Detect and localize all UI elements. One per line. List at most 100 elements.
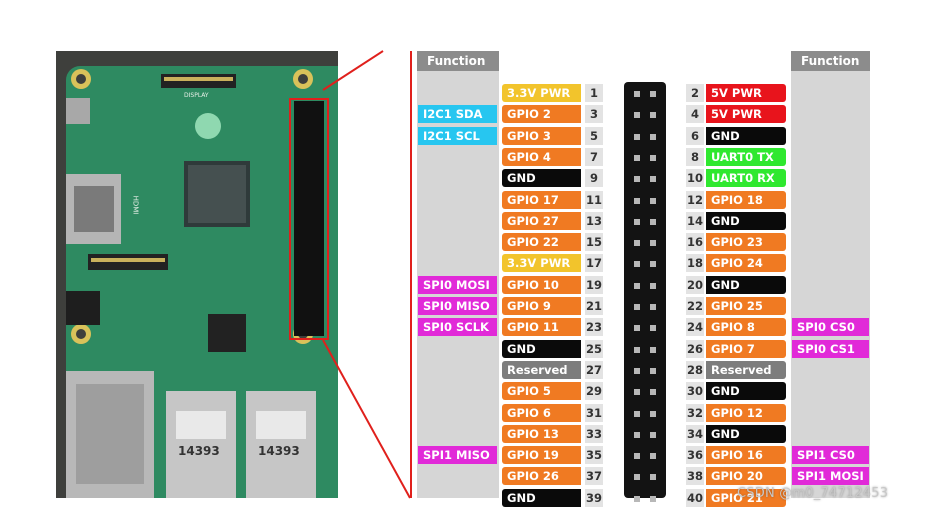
header-pin-pair bbox=[624, 299, 666, 315]
pin-name: GPIO 19 bbox=[502, 446, 581, 465]
gpio-header-on-board bbox=[294, 101, 324, 336]
display-label: DISPLAY bbox=[184, 92, 209, 99]
pin-number: 5 bbox=[585, 126, 603, 145]
pin-number: 9 bbox=[585, 169, 603, 188]
pin-name: GPIO 10 bbox=[502, 275, 581, 294]
header-pin-pair bbox=[624, 469, 666, 485]
header-pin bbox=[650, 261, 656, 268]
header-pin bbox=[634, 112, 640, 119]
pin-number: 3 bbox=[585, 105, 603, 124]
header-pin-pair bbox=[624, 235, 666, 251]
header-pin bbox=[634, 453, 640, 460]
micro-usb-port bbox=[66, 98, 90, 124]
pin-number: 33 bbox=[585, 424, 603, 443]
header-pin-pair bbox=[624, 491, 666, 507]
pin-name: UART0 RX bbox=[706, 169, 786, 188]
pin-number: 17 bbox=[585, 254, 603, 273]
pin-number: 20 bbox=[686, 275, 704, 294]
header-pin-pair bbox=[624, 448, 666, 464]
watermark: CSDN @m0_74712453 bbox=[737, 486, 889, 501]
pin-name: GPIO 2 bbox=[502, 105, 581, 124]
pin-name: Reserved bbox=[502, 360, 581, 379]
pin-number: 16 bbox=[686, 233, 704, 252]
pin-name: GND bbox=[502, 488, 581, 507]
pin-number: 25 bbox=[585, 339, 603, 358]
header-pin-pair bbox=[624, 278, 666, 294]
header-pin-pair bbox=[624, 384, 666, 400]
pin-number: 32 bbox=[686, 403, 704, 422]
header-pin bbox=[634, 91, 640, 97]
header-pin bbox=[634, 154, 640, 161]
header-pin-pair bbox=[624, 342, 666, 358]
pin-number: 38 bbox=[686, 467, 704, 486]
pin-name: GPIO 22 bbox=[502, 233, 581, 252]
header-pin-pair bbox=[624, 406, 666, 422]
header-pin-pair bbox=[624, 320, 666, 336]
pin-number: 36 bbox=[686, 446, 704, 465]
pin-function: SPI1 CS0 bbox=[792, 446, 869, 465]
pin-name: GPIO 16 bbox=[706, 446, 786, 465]
left-function-column: Function bbox=[417, 51, 499, 498]
pin-name: GPIO 18 bbox=[706, 190, 786, 209]
pin-name: GPIO 9 bbox=[502, 297, 581, 315]
header-pin bbox=[650, 389, 656, 396]
pin-name: GPIO 21 bbox=[706, 488, 786, 507]
header-pin-pair bbox=[624, 214, 666, 230]
usb-port-left bbox=[166, 391, 236, 498]
pin-number: 1 bbox=[585, 84, 603, 102]
pin-name: 5V PWR bbox=[706, 105, 786, 124]
pin-number: 15 bbox=[585, 233, 603, 252]
raspberry-pi-board-photo: DISPLAY HDMI 14393 14393 bbox=[56, 51, 338, 498]
pin-name: GPIO 20 bbox=[706, 467, 786, 486]
header-pin bbox=[634, 389, 640, 396]
gpio-header-graphic bbox=[624, 82, 666, 502]
right-function-header: Function bbox=[791, 51, 870, 71]
pin-name: GND bbox=[502, 169, 581, 188]
pin-number: 10 bbox=[686, 169, 704, 188]
pin-name: GND bbox=[706, 382, 786, 401]
pin-name: 5V PWR bbox=[706, 84, 786, 102]
pin-number: 35 bbox=[585, 446, 603, 465]
pcb: DISPLAY HDMI 14393 14393 bbox=[66, 66, 338, 498]
header-pin bbox=[634, 346, 640, 353]
pin-function: SPI1 MISO bbox=[418, 446, 497, 465]
pin-name: GPIO 6 bbox=[502, 403, 581, 422]
usb-left-number: 14393 bbox=[178, 444, 220, 458]
header-pin-pair bbox=[624, 256, 666, 272]
pin-name: 3.3V PWR bbox=[502, 84, 581, 102]
left-function-header: Function bbox=[417, 51, 499, 71]
pin-function: I2C1 SCL bbox=[418, 126, 497, 145]
header-pin bbox=[634, 410, 640, 417]
header-pin-pair bbox=[624, 193, 666, 209]
header-pin bbox=[650, 133, 656, 140]
pin-function: SPI0 CS0 bbox=[792, 318, 869, 337]
header-pin bbox=[650, 453, 656, 460]
pin-name: GPIO 24 bbox=[706, 254, 786, 273]
header-pin bbox=[650, 91, 656, 97]
pin-name: GPIO 8 bbox=[706, 318, 786, 337]
header-pin bbox=[650, 367, 656, 374]
header-pin bbox=[650, 176, 656, 183]
header-pin bbox=[634, 367, 640, 374]
pin-number: 39 bbox=[585, 488, 603, 507]
pin-name: GPIO 5 bbox=[502, 382, 581, 401]
header-pin-pair bbox=[624, 171, 666, 187]
header-pin bbox=[634, 495, 640, 502]
pin-name: GPIO 3 bbox=[502, 126, 581, 145]
header-pin bbox=[650, 474, 656, 481]
header-pin bbox=[650, 154, 656, 161]
pin-name: GPIO 27 bbox=[502, 211, 581, 230]
pin-name: GPIO 12 bbox=[706, 403, 786, 422]
pin-name: GND bbox=[706, 211, 786, 230]
hdmi-label: HDMI bbox=[131, 195, 140, 215]
pin-number: 23 bbox=[585, 318, 603, 337]
pin-number: 2 bbox=[686, 84, 704, 102]
pin-number: 24 bbox=[686, 318, 704, 337]
pin-number: 29 bbox=[585, 382, 603, 401]
pin-name: GND bbox=[706, 275, 786, 294]
pin-name: GPIO 17 bbox=[502, 190, 581, 209]
pin-number: 27 bbox=[585, 360, 603, 379]
header-pin bbox=[634, 474, 640, 481]
header-pin-pair bbox=[624, 427, 666, 443]
usb-right-number: 14393 bbox=[258, 444, 300, 458]
